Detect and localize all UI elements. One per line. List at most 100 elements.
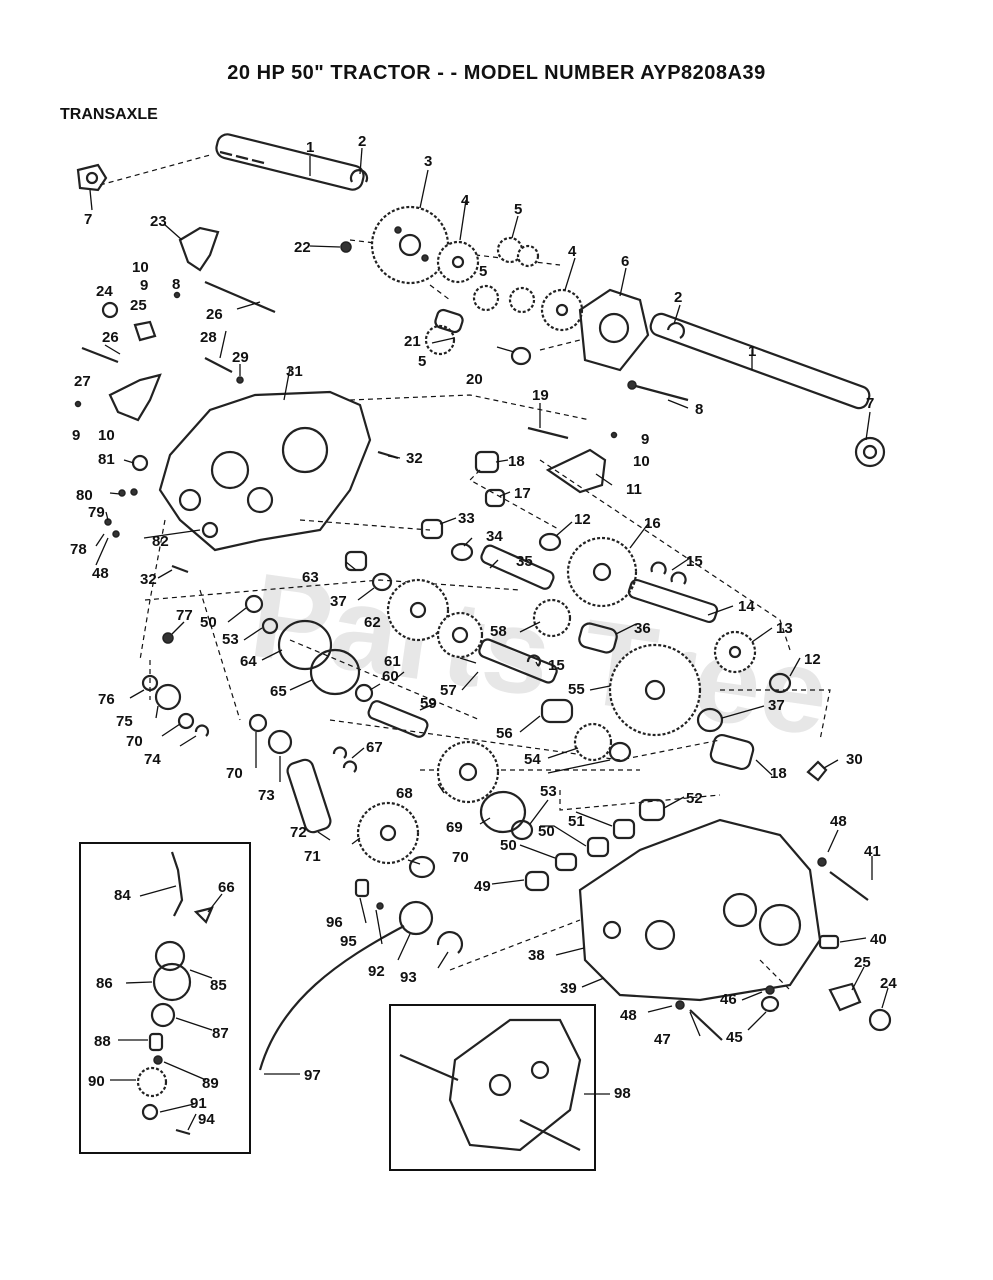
knob-86 xyxy=(154,940,186,972)
callout-35: 35 xyxy=(516,553,533,570)
axle-shaft-1-lower xyxy=(649,312,871,410)
gear-54 xyxy=(573,722,613,762)
callout-87: 87 xyxy=(212,1025,229,1042)
callout-56: 56 xyxy=(496,725,513,742)
callout-96: 96 xyxy=(326,914,343,931)
callout-5-lower: 5 xyxy=(418,353,426,370)
callout-33: 33 xyxy=(458,510,475,527)
callout-8-right: 8 xyxy=(695,401,703,418)
callout-48-right: 48 xyxy=(830,813,847,830)
ring-37-left xyxy=(371,572,393,592)
washer-91 xyxy=(141,1103,159,1121)
shift-shaft-26-upper xyxy=(204,280,276,314)
callout-74: 74 xyxy=(144,751,161,768)
callout-5-upper: 5 xyxy=(514,201,522,218)
gear-62 xyxy=(386,578,450,642)
callout-55: 55 xyxy=(568,681,585,698)
callout-89: 89 xyxy=(202,1075,219,1092)
bushing-20 xyxy=(510,346,532,366)
pinion-5-c xyxy=(424,324,456,356)
bearing-51 xyxy=(612,818,636,840)
callout-53-left: 53 xyxy=(222,631,239,648)
callout-15-upper: 15 xyxy=(686,553,703,570)
differential-carrier-6 xyxy=(578,288,650,372)
callout-34: 34 xyxy=(486,528,503,545)
washer-76 xyxy=(141,674,159,692)
callout-32-upper: 32 xyxy=(406,450,423,467)
section-title: TRANSAXLE xyxy=(60,106,158,123)
callout-5-mid: 5 xyxy=(479,263,487,280)
bolt-47 xyxy=(689,1009,723,1041)
nut-22 xyxy=(340,241,352,253)
callout-69: 69 xyxy=(446,819,463,836)
callout-76: 76 xyxy=(98,691,115,708)
clip-66 xyxy=(193,906,214,924)
bolt-41 xyxy=(829,871,869,901)
callout-12-lower: 12 xyxy=(804,651,821,668)
callout-75: 75 xyxy=(116,713,133,730)
gear-4-upper xyxy=(436,240,480,284)
axle-shaft-1-upper xyxy=(215,133,365,191)
gear-13 xyxy=(713,630,757,674)
callout-29: 29 xyxy=(232,349,249,366)
callout-64: 64 xyxy=(240,653,257,670)
gear-90 xyxy=(136,1066,168,1098)
bearing-50-left xyxy=(244,594,264,614)
callout-72: 72 xyxy=(290,824,307,841)
retaining-ring-2-right xyxy=(666,322,685,339)
callout-91: 91 xyxy=(190,1095,207,1112)
clip-67 xyxy=(332,746,348,759)
callout-70-lower: 70 xyxy=(452,849,469,866)
ring-37-right xyxy=(696,707,724,733)
callout-38: 38 xyxy=(528,947,545,964)
callout-66: 66 xyxy=(218,879,235,896)
bearing-18-upper xyxy=(474,450,500,474)
callout-20: 20 xyxy=(466,371,483,388)
disc-69 xyxy=(479,790,527,834)
callout-25-right: 25 xyxy=(854,954,871,971)
gear-71 xyxy=(356,801,420,865)
callout-77: 77 xyxy=(176,607,193,624)
callout-22: 22 xyxy=(294,239,311,256)
callout-37-right: 37 xyxy=(768,697,785,714)
callout-8-left: 8 xyxy=(172,276,180,293)
case-half-38-39 xyxy=(578,818,822,1002)
callout-45: 45 xyxy=(726,1029,743,1046)
washer-53-left xyxy=(261,617,279,635)
clip-74 xyxy=(194,724,210,737)
callout-31: 31 xyxy=(286,363,303,380)
callout-3: 3 xyxy=(424,153,432,170)
callout-48-left: 48 xyxy=(92,565,109,582)
callout-27: 27 xyxy=(74,373,91,390)
seal-45 xyxy=(760,995,780,1013)
shaft-59 xyxy=(367,700,429,738)
callout-86: 86 xyxy=(96,975,113,992)
callout-9-right: 9 xyxy=(641,431,649,448)
case-half-31 xyxy=(158,390,372,552)
gear-55 xyxy=(608,643,702,737)
callout-7-left: 7 xyxy=(84,211,92,228)
callout-82: 82 xyxy=(152,533,169,550)
clip-15-lower xyxy=(526,654,542,667)
pinion-5-b xyxy=(472,284,500,312)
callout-53-mid: 53 xyxy=(540,783,557,800)
callout-10-right: 10 xyxy=(633,453,650,470)
shaft-57 xyxy=(478,638,558,684)
fitting-30 xyxy=(806,760,828,782)
bearing-17 xyxy=(484,488,506,508)
clip-93 xyxy=(436,930,463,954)
callout-84: 84 xyxy=(114,887,131,904)
callout-50-lower: 50 xyxy=(500,837,517,854)
callout-39: 39 xyxy=(560,980,577,997)
collar-25-right xyxy=(828,982,862,1012)
knob-85 xyxy=(152,962,192,1002)
shift-bracket-27 xyxy=(108,373,162,422)
gear-61 xyxy=(436,611,484,659)
callout-24-left: 24 xyxy=(96,283,113,300)
shift-shaft-26-lower xyxy=(81,346,119,364)
callout-47: 47 xyxy=(654,1031,671,1048)
callout-73: 73 xyxy=(258,787,275,804)
shaft-72 xyxy=(286,758,332,834)
callout-2-right: 2 xyxy=(674,289,682,306)
callout-9-left: 9 xyxy=(72,427,80,444)
